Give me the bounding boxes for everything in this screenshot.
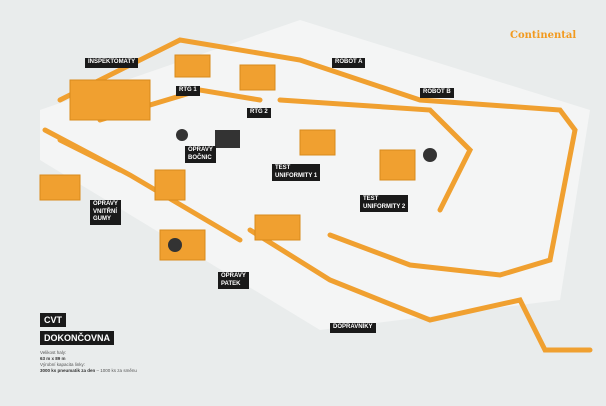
- label-opravy-patek: OPRAVY PATEK: [218, 272, 249, 289]
- label-robot-b: ROBOT B: [420, 88, 454, 98]
- capacity-value: 3000 ks pneumatik za den: [40, 368, 96, 373]
- capacity-note: – 1000 ks za směnu: [96, 368, 137, 373]
- label-rtg1: RTG 1: [176, 86, 200, 96]
- machines: [39, 54, 416, 261]
- tires: [168, 129, 437, 252]
- page-title: CVT DOKONČOVNA: [40, 310, 115, 346]
- title-line1: CVT: [40, 313, 66, 327]
- label-inspektomaty: INSPEKTOMATY: [85, 58, 139, 68]
- continental-logo: Continental: [510, 30, 577, 41]
- size-label: Velikost haly:: [40, 350, 67, 355]
- capacity-label: Výrobní kapacita linky:: [40, 362, 86, 367]
- title-line2: DOKONČOVNA: [40, 331, 115, 345]
- label-opravy-bocnic: OPRAVY BOČNIC: [185, 146, 216, 163]
- info-block: Velikost haly: 63 m x 89 m Výrobní kapac…: [40, 350, 137, 374]
- conveyors: [42, 37, 593, 353]
- label-dopravniky: DOPRAVNÍKY: [330, 323, 376, 333]
- label-test-uniformity-1: TEST UNIFORMITY 1: [272, 164, 321, 181]
- label-rtg2: RTG 2: [247, 108, 271, 118]
- label-robot-a: ROBOT A: [332, 58, 366, 68]
- size-value: 63 m x 89 m: [40, 356, 66, 361]
- label-test-uniformity-2: TEST UNIFORMITY 2: [360, 195, 409, 212]
- label-opravy-vnitrni-gumy: OPRAVY VNITŘNÍ GUMY: [90, 200, 121, 225]
